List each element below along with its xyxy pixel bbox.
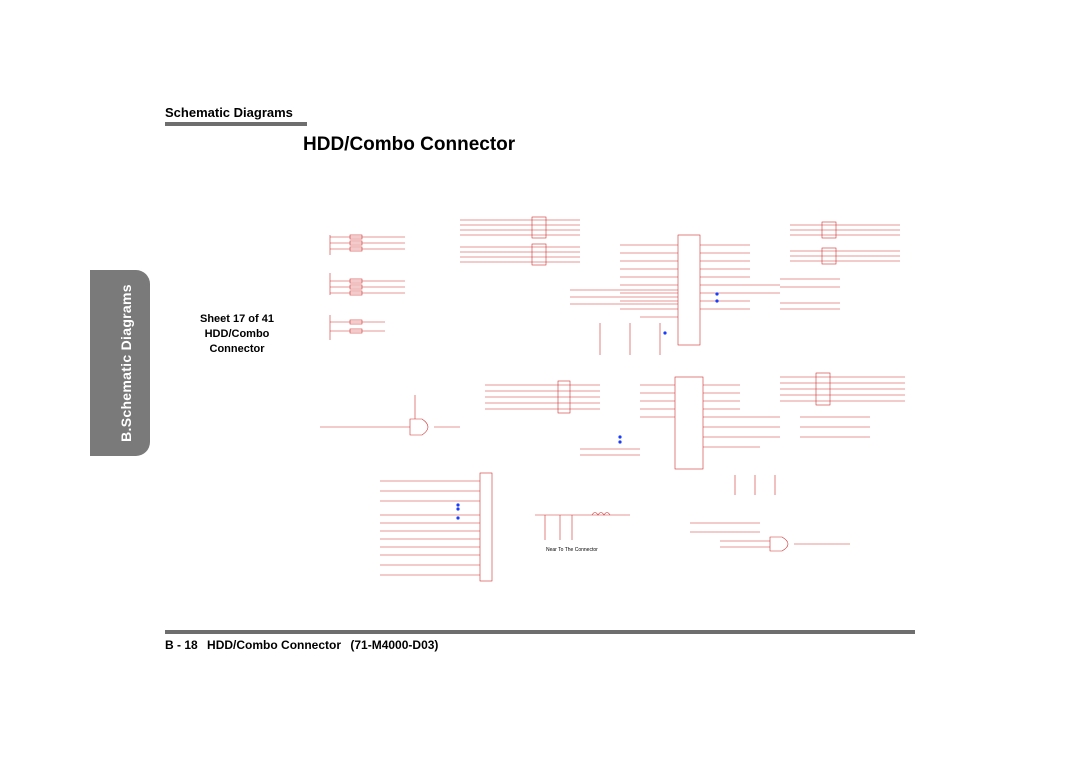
- resistor-pack-rp3: [485, 380, 640, 456]
- footer-prefix: B - 18: [165, 638, 198, 652]
- sheet-name-line1: HDD/Combo: [204, 328, 270, 340]
- logic-gate-u8: [690, 522, 850, 552]
- resistor-pack-rp4: [780, 372, 905, 438]
- schematic-drawing: Near To The Connector: [320, 216, 905, 582]
- resistor-block-a: [329, 234, 405, 340]
- side-tab[interactable]: B.Schematic Diagrams: [90, 270, 150, 456]
- footer-title: HDD/Combo Connector: [207, 638, 342, 652]
- near-connector-note: Near To The Connector: [546, 547, 598, 553]
- odd-connector-b: [380, 472, 493, 582]
- footer-caption: B - 18 HDD/Combo Connector (71-M4000-D03…: [165, 638, 444, 652]
- resistor-pack-rp2: [780, 221, 900, 310]
- section-label: Schematic Diagrams: [165, 105, 293, 120]
- resistor-pack-rp1: [460, 216, 580, 266]
- logic-gate-u26: [320, 395, 460, 436]
- hdd-connector: [570, 234, 780, 355]
- sheet-number: Sheet 17 of 41: [200, 313, 274, 325]
- sheet-name-line2: Connector: [209, 343, 265, 355]
- footer-part-number: (71-M4000-D03): [350, 638, 439, 652]
- page-title: HDD/Combo Connector: [303, 134, 516, 155]
- power-filter: [535, 512, 630, 540]
- header-divider: [165, 122, 307, 126]
- footer-divider: [165, 630, 915, 634]
- sheet-info: Sheet 17 of 41 HDD/Combo Connector: [182, 312, 292, 357]
- odd-connector-a: [640, 376, 780, 495]
- side-tab-label: B.Schematic Diagrams: [118, 284, 134, 442]
- connector-pins: [456, 292, 719, 520]
